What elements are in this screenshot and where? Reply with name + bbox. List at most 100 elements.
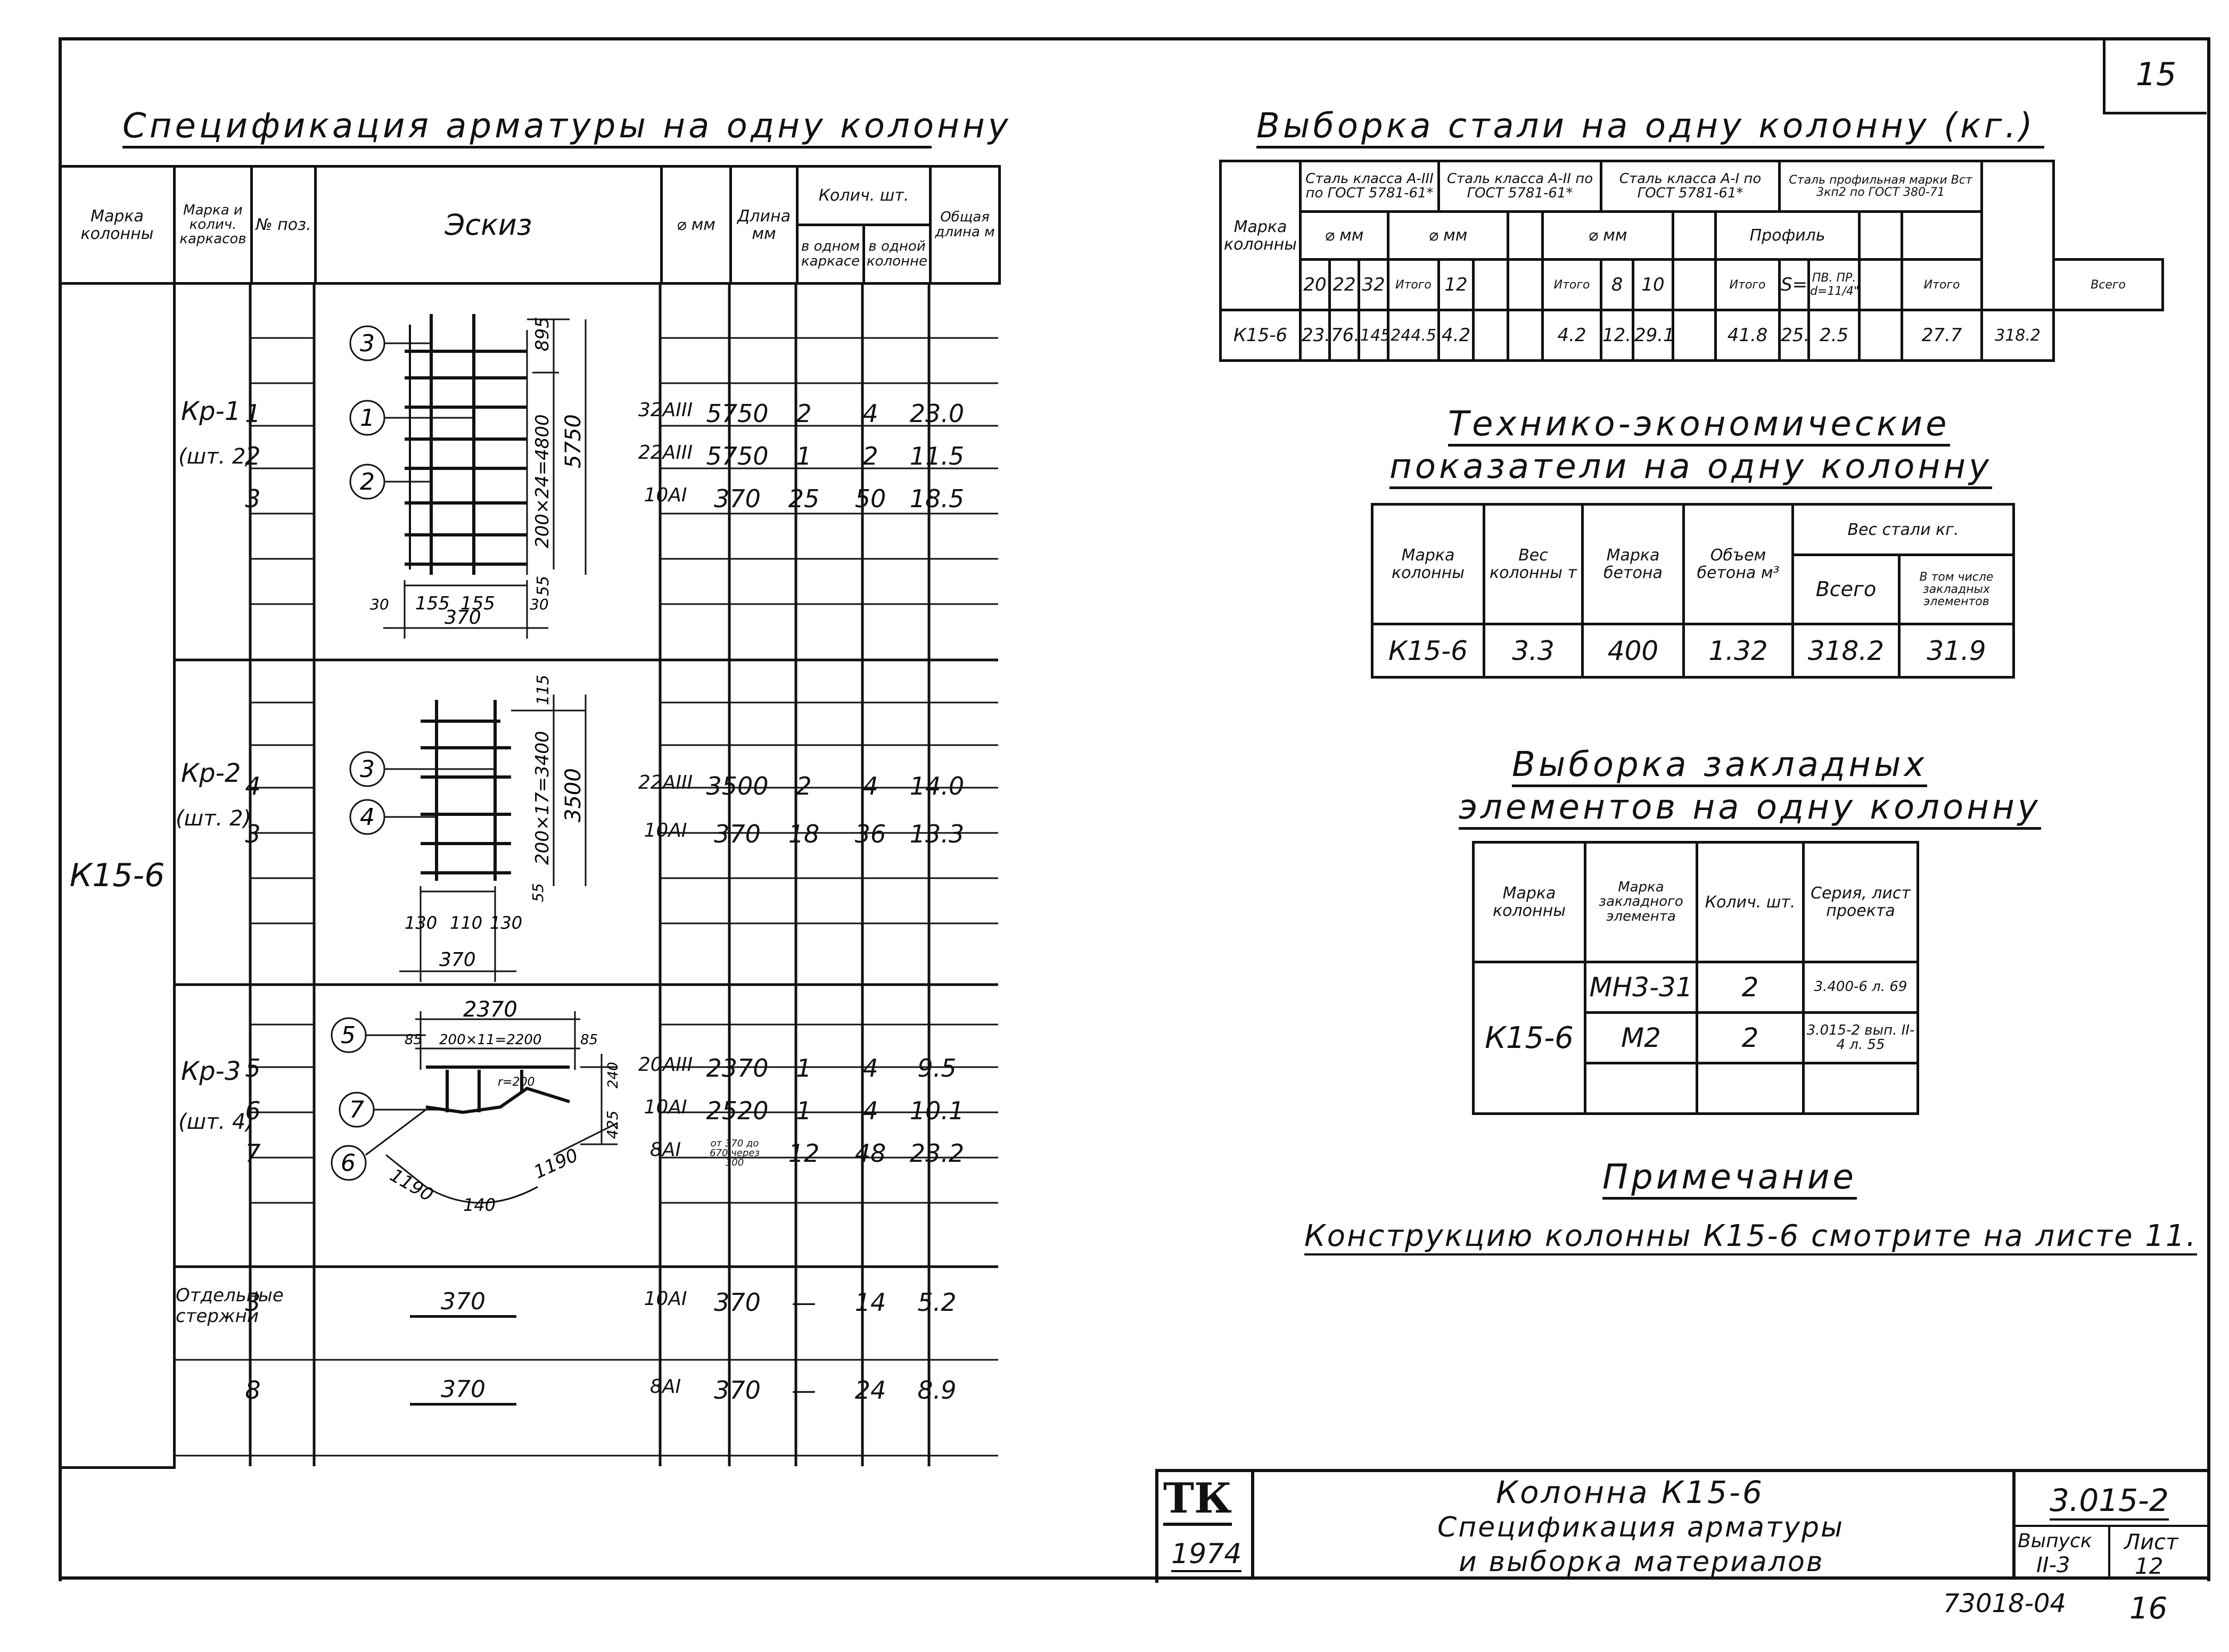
h-total: Общая длина м bbox=[929, 165, 1001, 285]
spec-cell-len: от 370 до 670 через 300 bbox=[710, 1138, 760, 1168]
tech-v-mark: К15-6 bbox=[1371, 623, 1485, 679]
spec-cell-len: 370 bbox=[714, 1288, 761, 1317]
spec-cell-tot: 18.5 bbox=[909, 484, 965, 513]
embedded-table: Марка колонны Марка закладного элемента … bbox=[1472, 841, 1919, 1115]
spec-cell-qf: — bbox=[792, 1376, 816, 1405]
s2-w4: 370 bbox=[439, 949, 476, 971]
spec-column-mark: К15-6 bbox=[59, 282, 176, 1469]
spec-cell-pos: 2 bbox=[245, 442, 261, 470]
spec-cell-pos: 6 bbox=[245, 1096, 261, 1125]
spec-cell-qc: 2 bbox=[862, 442, 878, 470]
st-h-g3: Сталь класса А-I по ГОСТ 5781-61* bbox=[1600, 160, 1781, 213]
tech-v-concrete: 400 bbox=[1581, 623, 1685, 679]
s3-s2: 140 bbox=[463, 1195, 496, 1215]
s3-s3: 1190 bbox=[531, 1144, 581, 1183]
spec-cell-d: 22АIII bbox=[638, 772, 693, 794]
spec-body bbox=[173, 285, 998, 1466]
h-frame-mark: Марка и колич. каркасов bbox=[173, 165, 253, 285]
steel-sub-7: Итого bbox=[1541, 258, 1603, 311]
steel-sub-14 bbox=[1858, 258, 1904, 311]
tech-table: Марка колонны Вес колонны т Марка бетона… bbox=[1371, 503, 2015, 679]
spec-cell-qf: 1 bbox=[796, 1054, 812, 1083]
spec-cell-tot: 5.2 bbox=[917, 1288, 957, 1317]
spec-cell-len: 370 bbox=[714, 820, 761, 848]
s2-w1: 130 bbox=[405, 913, 437, 933]
tech-h-volume: Объем бетона м³ bbox=[1682, 503, 1794, 625]
h-qty: Колич. шт. bbox=[796, 165, 932, 226]
sketch-frame-3: 2370 5 7 6 85 200×11=2200 85 240 425 r=2… bbox=[331, 997, 621, 1215]
s2-d1: 115 bbox=[534, 675, 553, 705]
s2-b1: 3 bbox=[360, 756, 375, 783]
st-h-g2: Сталь класса А-II по ГОСТ 5781-61* bbox=[1437, 160, 1603, 213]
group3-mark: Кр-3 bbox=[181, 1056, 241, 1086]
s3-top: 2370 bbox=[463, 997, 517, 1022]
separate-bar-1-sketch: 370 bbox=[410, 1288, 516, 1318]
spec-cell-len: 5750 bbox=[706, 399, 769, 428]
steel-sub-11: Итого bbox=[1714, 258, 1781, 311]
stamp-vline bbox=[2108, 1525, 2110, 1580]
s3-a3: 85 bbox=[580, 1032, 598, 1048]
spec-cell-qc: 4 bbox=[862, 772, 878, 800]
spec-cell-qf: 12 bbox=[788, 1139, 820, 1168]
group1-count: (шт. 2) bbox=[178, 444, 254, 469]
spec-cell-pos: 1 bbox=[245, 399, 261, 428]
steel-val-3: 145.0 bbox=[1358, 309, 1389, 362]
steel-val-12: 41.8 bbox=[1714, 309, 1781, 362]
steel-sub-15: Итого bbox=[1901, 258, 1984, 311]
s1-b1: 3 bbox=[360, 330, 375, 357]
steel-sub-1: 22 bbox=[1328, 258, 1360, 311]
stamp-title-3: и выборка материалов bbox=[1459, 1546, 1824, 1578]
s1-w2: 155 bbox=[415, 593, 450, 614]
spec-cell-qf: 2 bbox=[796, 399, 812, 428]
steel-sub-5 bbox=[1472, 258, 1510, 311]
spec-cell-d: 10АI bbox=[644, 484, 687, 506]
emb-h-series: Серия, лист проекта bbox=[1802, 841, 1919, 963]
h-sketch: Эскиз bbox=[314, 165, 663, 285]
emb-r2-qty: 2 bbox=[1696, 1011, 1805, 1064]
spec-cell-tot: 13.3 bbox=[909, 820, 965, 848]
spec-cell-pos: 3 bbox=[245, 1288, 261, 1317]
page-number: 15 bbox=[2135, 56, 2177, 93]
steel-val-11 bbox=[1672, 309, 1717, 362]
tech-h-steel: Вес стали кг. bbox=[1791, 503, 2015, 556]
steel-val-0: К15-6 bbox=[1219, 309, 1302, 362]
s2-d2: 200×17=3400 bbox=[532, 731, 553, 865]
sketch-frame-2: 3 4 115 200×17=3400 3500 55 130 110 130 … bbox=[349, 675, 587, 982]
emb-r2-series: 3.015-2 вып. II-4 л. 55 bbox=[1802, 1011, 1919, 1064]
spec-cell-qc: 50 bbox=[854, 484, 886, 513]
steel-sub-16: Всего bbox=[2052, 258, 2164, 311]
spec-cell-len: 370 bbox=[714, 484, 761, 513]
group2-count: (шт. 2) bbox=[176, 806, 251, 831]
stamp-logo: ТК bbox=[1163, 1474, 1232, 1526]
sketch-frame-1: 3 1 2 895 200×24=4800 5750 55 30 155 155… bbox=[349, 314, 587, 639]
spec-cell-qc: 14 bbox=[854, 1288, 886, 1317]
steel-val-7 bbox=[1507, 309, 1544, 362]
spec-cell-qf: — bbox=[792, 1288, 816, 1317]
tech-v-volume: 1.32 bbox=[1682, 623, 1794, 679]
tech-title-1: Технико-экономические bbox=[1448, 404, 1950, 447]
note-text: Конструкцию колонны К15-6 смотрите на ли… bbox=[1304, 1219, 2198, 1255]
steel-val-14: 2.5 bbox=[1807, 309, 1861, 362]
st-h-d3: ⌀ мм bbox=[1541, 210, 1675, 261]
spec-cell-tot: 8.9 bbox=[917, 1376, 957, 1405]
h-col-mark: Марка колонны bbox=[59, 165, 176, 285]
stamp-issue: II-3 bbox=[2036, 1553, 2070, 1577]
h-qty-col: в одной колонне bbox=[862, 224, 932, 285]
steel-val-6 bbox=[1472, 309, 1510, 362]
group3-count: (шт. 4) bbox=[178, 1110, 254, 1134]
s3-h1: 240 bbox=[605, 1062, 621, 1088]
tech-h-total: Всего bbox=[1791, 554, 1901, 625]
group1-mark: Кр-1 bbox=[181, 397, 241, 426]
steel-sub-2: 32 bbox=[1358, 258, 1389, 311]
spec-cell-len: 2520 bbox=[706, 1096, 769, 1125]
steel-val-5: 4.2 bbox=[1437, 309, 1475, 362]
stamp-code: 3.015-2 bbox=[2050, 1482, 2169, 1521]
s3-a1: 85 bbox=[405, 1032, 422, 1048]
spec-cell-d: 10АI bbox=[644, 820, 687, 841]
emb-r1-qty: 2 bbox=[1696, 961, 1805, 1014]
steel-val-16: 27.7 bbox=[1901, 309, 1984, 362]
title-block bbox=[1155, 1469, 2210, 1583]
tech-h-weight: Вес колонны т bbox=[1483, 503, 1584, 625]
spec-table: Марка колонны Марка и колич. каркасов № … bbox=[59, 165, 1001, 1469]
s2-b2: 4 bbox=[360, 804, 375, 831]
